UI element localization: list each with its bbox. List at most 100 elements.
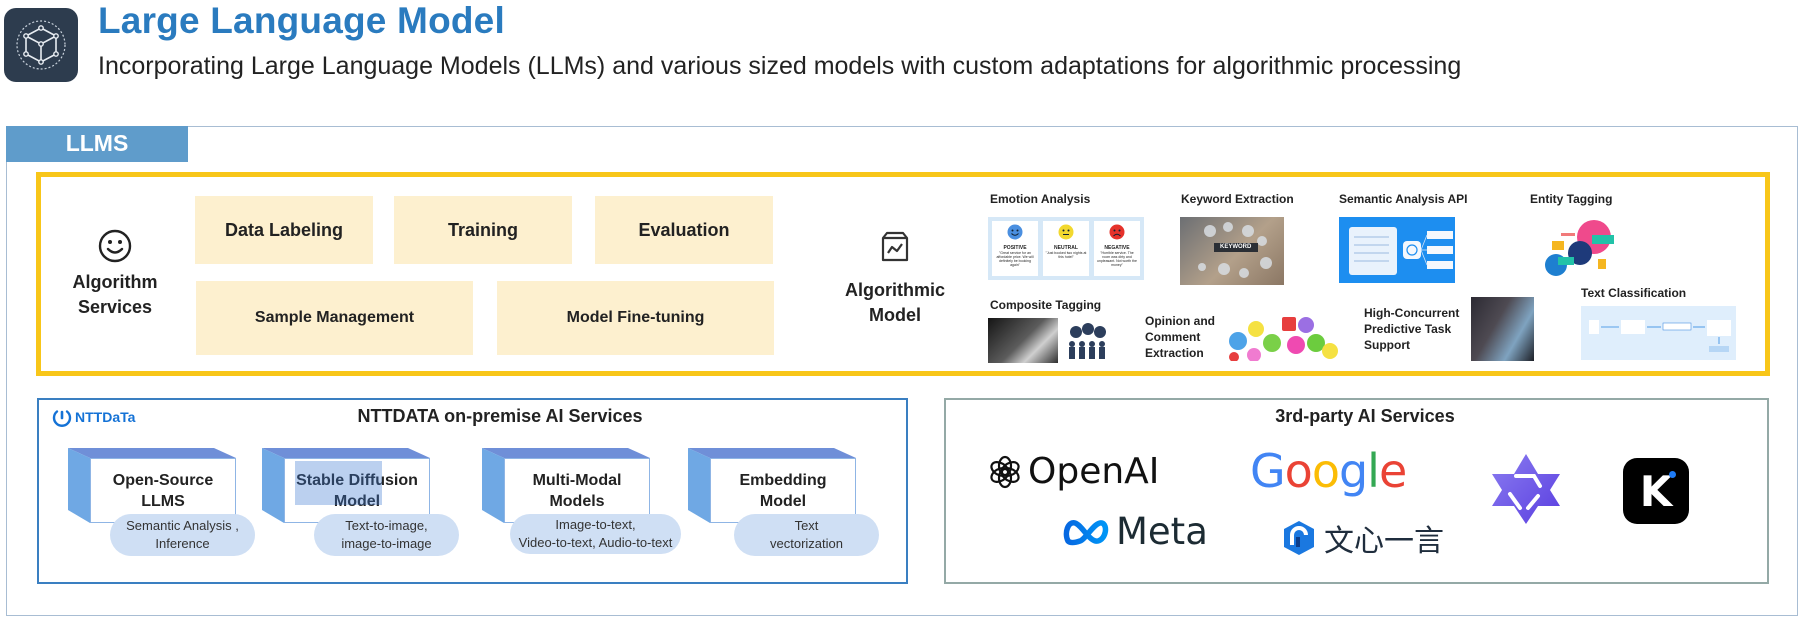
meta-wordmark: Meta <box>1116 510 1208 553</box>
opinion-label-line-2: Comment <box>1145 330 1201 344</box>
model-desc-multi-modal: Image-to-text, Video-to-text, Audio-to-te… <box>510 514 681 554</box>
provider-meta[interactable]: Meta <box>1062 510 1208 553</box>
model-desc-line-1: Text <box>794 518 819 533</box>
llms-tab[interactable]: LLMS <box>6 126 188 162</box>
tile-training[interactable]: Training <box>394 196 572 264</box>
model-name-line-1: Stable Diffusion <box>296 471 418 489</box>
model-name-line-2: LLMS <box>141 492 185 510</box>
capability-entity-tagging: Entity Tagging <box>1530 192 1613 206</box>
neutral-face-icon <box>1058 224 1074 240</box>
google-letter: g <box>1338 444 1368 498</box>
model-desc-line-1: Semantic Analysis , <box>126 518 239 533</box>
entity-tagging-illustration-icon <box>1545 220 1614 276</box>
keyword-extraction-thumbnail: KEYWORD <box>1180 217 1284 285</box>
capability-keyword-extraction: Keyword Extraction <box>1181 192 1294 206</box>
capability-text-classification: Text Classification <box>1581 286 1687 300</box>
emotion-neutral-card: NEUTRAL "Just booked two nights at this … <box>1043 221 1089 276</box>
provider-google[interactable]: Google <box>1250 444 1407 498</box>
high-concurrent-thumbnail <box>1471 297 1534 361</box>
box-3d-shape <box>482 448 650 523</box>
emotion-positive-quote: "Great service for an affordable price. … <box>996 251 1034 267</box>
llms-panel <box>6 126 1798 616</box>
cube-network-icon <box>16 20 66 70</box>
model-name-line-1: Embedding <box>739 471 827 489</box>
high-concurrent-label-line-2: Predictive Task <box>1364 322 1452 336</box>
model-desc-open-source-llms: Semantic Analysis , Inference <box>110 514 255 556</box>
emotion-analysis-thumbnail: POSITIVE "Great service for an affordabl… <box>988 217 1144 280</box>
tile-evaluation[interactable]: Evaluation <box>595 196 773 264</box>
model-desc-stable-diffusion: Text-to-image, image-to-image <box>314 514 459 556</box>
emotion-neutral-quote: "Just booked two nights at this hotel" <box>1045 251 1087 259</box>
emotion-negative-quote: "Horrible service. The room was dirty an… <box>1097 251 1137 267</box>
ernie-wordmark: 文心一言 <box>1324 524 1444 559</box>
model-name-line-2: Model <box>333 492 381 510</box>
semantic-brain-diagram-icon <box>1349 227 1453 275</box>
provider-openai[interactable]: OpenAI <box>988 451 1159 492</box>
qwen-star-icon <box>1492 454 1560 524</box>
model-desc-line-2: image-to-image <box>341 536 432 551</box>
emotion-negative-card: NEGATIVE "Horrible service. The room was… <box>1094 221 1140 276</box>
opinion-label-line-3: Extraction <box>1145 346 1204 360</box>
model-desc-line-1: Text-to-image, <box>345 518 428 533</box>
composite-tagging-thumbnail <box>988 318 1058 363</box>
keyword-thumb-text: KEYWORD <box>1220 244 1252 250</box>
capability-opinion-comment-extraction: Opinion and Comment Extraction <box>1145 313 1215 361</box>
nttdata-panel <box>37 398 908 584</box>
nttdata-logo-icon <box>52 410 72 427</box>
opinion-label-line-1: Opinion and <box>1145 314 1215 328</box>
box-3d-shape <box>688 448 856 523</box>
algorithm-services-label-1: Algorithm <box>72 272 158 292</box>
model-desc-line-2: Video-to-text, Audio-to-text <box>518 535 673 550</box>
tile-model-fine-tuning[interactable]: Model Fine-tuning <box>497 281 774 355</box>
capability-high-concurrent: High-Concurrent Predictive Task Support <box>1364 305 1459 353</box>
emotion-negative-label: NEGATIVE <box>1104 245 1130 251</box>
kimi-dot <box>1669 471 1676 478</box>
ernie-hexagon-icon <box>1284 521 1314 555</box>
tile-data-labeling[interactable]: Data Labeling <box>195 196 373 264</box>
smiley-icon <box>97 228 133 264</box>
entity-tagging-thumbnail <box>1532 213 1644 285</box>
model-name-line-2: Models <box>549 492 605 510</box>
google-letter: o <box>1284 444 1313 498</box>
speech-bubbles-illustration-icon <box>1229 317 1338 361</box>
google-wordmark: Google <box>1250 444 1407 498</box>
algorithm-services-label-2: Services <box>77 297 153 317</box>
nttdata-title: NTTDATA on-premise AI Services <box>357 406 643 426</box>
model-name-line-2: Model <box>759 492 807 510</box>
capability-composite-tagging: Composite Tagging <box>990 298 1102 312</box>
provider-ernie[interactable]: 文心一言 <box>1282 516 1444 560</box>
meta-infinity-icon <box>1063 519 1109 545</box>
classification-flow-icon <box>1589 320 1731 352</box>
model-name-line-1: Open-Source <box>112 471 214 489</box>
page-title: Large Language Model <box>98 0 505 41</box>
high-concurrent-label-line-3: Support <box>1364 338 1410 352</box>
chart-box-icon <box>878 230 912 264</box>
tile-sample-management[interactable]: Sample Management <box>196 281 473 355</box>
algorithmic-model-label-2: Model <box>869 305 921 325</box>
negative-face-icon <box>1109 224 1125 240</box>
google-letter: e <box>1378 444 1407 498</box>
positive-face-icon <box>1007 224 1023 240</box>
model-desc-embedding: Text vectorization <box>734 514 879 556</box>
app-icon <box>4 8 78 82</box>
opinion-thumbnail <box>1226 313 1340 361</box>
google-letter: l <box>1367 444 1380 498</box>
google-letter: o <box>1311 444 1340 498</box>
text-classification-thumbnail <box>1581 306 1736 360</box>
model-desc-line-1: Image-to-text, <box>555 517 636 532</box>
emotion-positive-card: POSITIVE "Great service for an affordabl… <box>992 221 1038 276</box>
third-party-title: 3rd-party AI Services <box>1275 406 1455 426</box>
provider-qwen[interactable] <box>1488 452 1564 531</box>
model-desc-line-2: Inference <box>155 536 210 551</box>
high-concurrent-label-line-1: High-Concurrent <box>1364 306 1460 320</box>
semantic-analysis-thumbnail <box>1339 217 1455 283</box>
model-desc-line-2: vectorization <box>770 536 843 551</box>
kimi-k-icon: K <box>1639 466 1673 516</box>
algorithm-services: Algorithm Services <box>60 228 170 320</box>
provider-kimi[interactable]: K <box>1623 458 1689 524</box>
selection-highlight <box>295 461 382 505</box>
